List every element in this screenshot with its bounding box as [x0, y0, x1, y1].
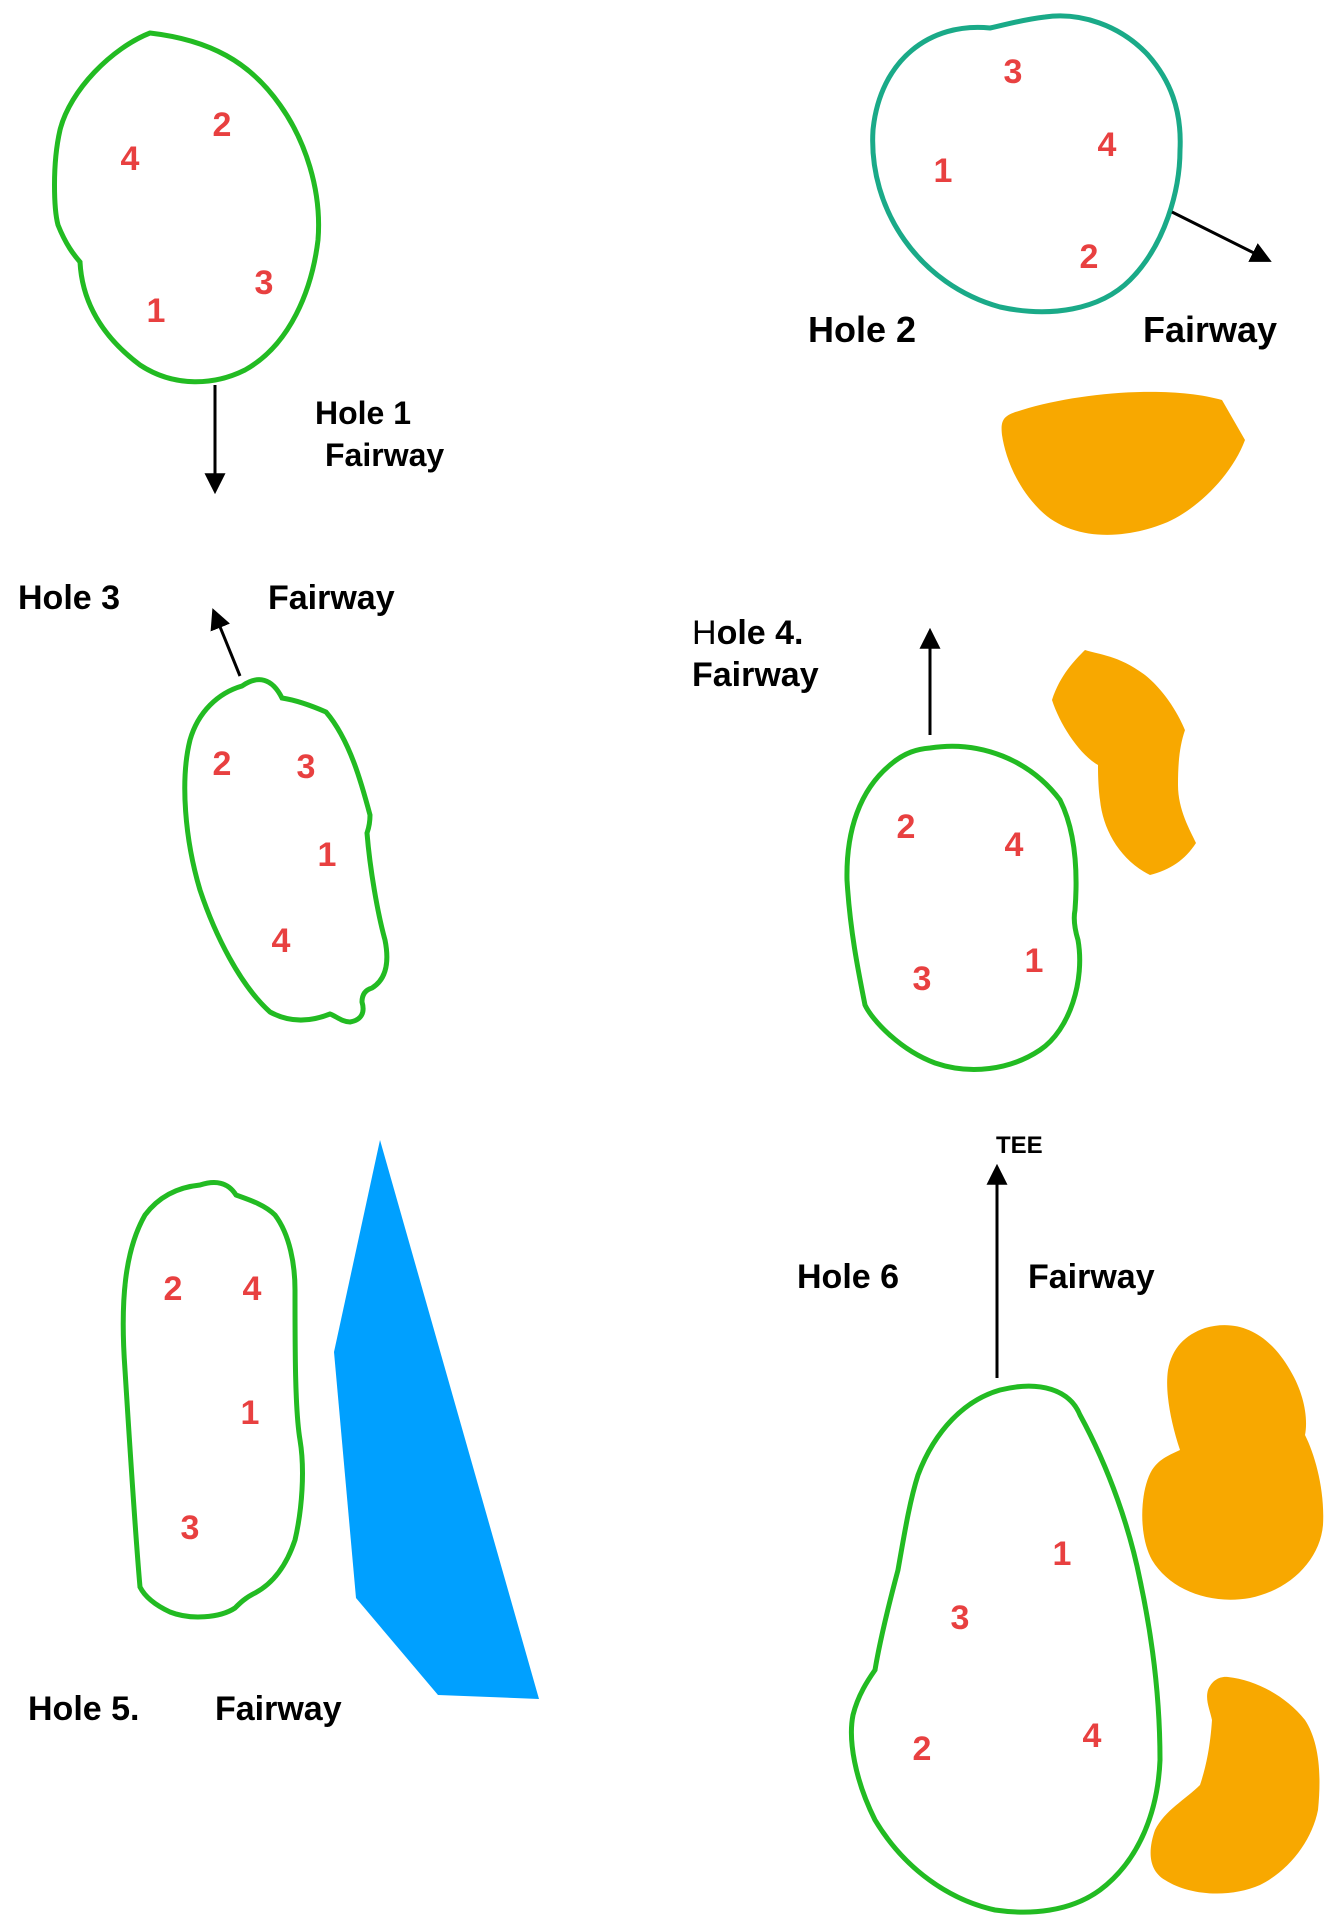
- hole-1-pin-d: 3: [255, 264, 274, 302]
- hole-1: 4 2 1 3 Hole 1 Fairway: [52, 30, 444, 495]
- hole-6-bunker-lower: [1150, 1676, 1320, 1894]
- hole-1-green: [52, 30, 322, 385]
- hole-1-pin-b: 2: [213, 106, 232, 144]
- hole-2-green: [870, 13, 1183, 315]
- hole-5-title: Hole 5.: [28, 1690, 139, 1728]
- hole-6-title: Hole 6: [797, 1258, 899, 1296]
- hole-2: 3 4 1 2 Hole 2 Fairway: [808, 13, 1277, 535]
- hole-4-green: [844, 743, 1083, 1072]
- hole-6-green: [848, 1383, 1163, 1915]
- hole-4-pin-b: 4: [1005, 826, 1024, 864]
- hole-3-fairway-label: Fairway: [268, 579, 395, 617]
- hole-4-bunker: [1052, 650, 1196, 875]
- hole-3-title: Hole 3: [18, 579, 120, 617]
- hole-4: Hole 4. Fairway 2 4 3 1: [692, 614, 1196, 1072]
- hole-3-pin-a: 2: [213, 745, 232, 783]
- hole-3-fairway-arrow: [210, 608, 242, 677]
- hole-5-pin-b: 4: [243, 1270, 262, 1308]
- hole-5-pin-a: 2: [164, 1270, 183, 1308]
- hole-1-title: Hole 1: [315, 395, 411, 431]
- hole-3-pin-d: 4: [272, 922, 291, 960]
- hole-5: 2 4 1 3 Hole 5. Fairway: [28, 1140, 539, 1728]
- hole-4-fairway-label: Fairway: [692, 656, 819, 694]
- hole-4-pin-d: 1: [1025, 942, 1044, 980]
- hole-2-fairway-label: Fairway: [1143, 309, 1277, 350]
- hole-3-pin-b: 3: [297, 748, 316, 786]
- hole-3-green: [182, 677, 390, 1025]
- hole-5-pin-d: 3: [181, 1509, 200, 1547]
- hole-5-pin-c: 1: [241, 1394, 260, 1432]
- hole-2-pin-b: 4: [1098, 126, 1117, 164]
- hole-6-fairway-label: Fairway: [1028, 1258, 1155, 1296]
- hole-2-pin-d: 2: [1080, 238, 1099, 276]
- hole-6-pin-a: 1: [1053, 1535, 1072, 1573]
- hole-5-green: [120, 1180, 305, 1620]
- hole-4-pin-a: 2: [897, 808, 916, 846]
- hole-6: TEE Hole 6 Fairway 1 3 2 4: [797, 1132, 1324, 1915]
- hole-3-pin-c: 1: [318, 836, 337, 874]
- hole-1-pin-c: 1: [147, 292, 166, 330]
- hole-6-pin-d: 4: [1083, 1717, 1102, 1755]
- hole-4-title: Hole 4.: [692, 614, 804, 652]
- hole-2-pin-c: 1: [934, 152, 953, 190]
- hole-6-bunker-upper: [1142, 1325, 1324, 1600]
- hole-2-fairway-arrow: [1171, 210, 1272, 262]
- hole-4-title-prefix: H: [692, 614, 717, 652]
- hole-4-pin-c: 3: [913, 960, 932, 998]
- hole-2-title: Hole 2: [808, 309, 916, 350]
- hole-6-pin-b: 3: [951, 1599, 970, 1637]
- hole-3: Hole 3 Fairway 2 3 1 4: [18, 579, 395, 1025]
- hole-1-fairway-label: Fairway: [325, 437, 444, 473]
- hole-4-title-rest: ole 4.: [717, 614, 804, 652]
- hole-5-fairway-label: Fairway: [215, 1690, 342, 1728]
- hole-2-bunker: [1001, 391, 1245, 535]
- hole-6-tee-label: TEE: [996, 1132, 1043, 1159]
- hole-5-water-hazard: [334, 1140, 539, 1699]
- hole-1-pin-a: 4: [121, 140, 140, 178]
- hole-6-pin-c: 2: [913, 1730, 932, 1768]
- hole-2-pin-a: 3: [1004, 53, 1023, 91]
